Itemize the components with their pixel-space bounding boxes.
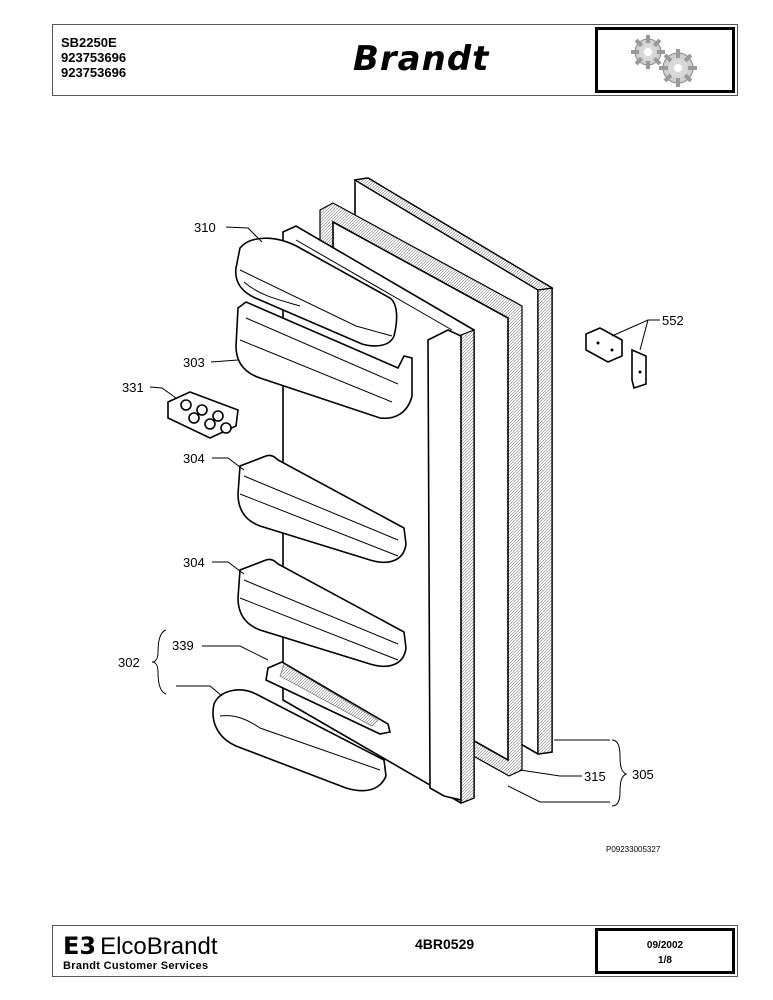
part-331-egg-tray (167, 391, 239, 439)
part-552-hinge-kit (585, 327, 647, 390)
document-date: 09/2002 (646, 940, 684, 951)
leader-lines (149, 226, 660, 807)
callout-331: 331 (122, 380, 144, 395)
date-box: 09/2002 1/8 (595, 928, 735, 974)
part-310-dairy-cover (235, 237, 398, 347)
part-304-door-shelf-upper (237, 454, 407, 564)
part-302-bottle-shelf (212, 689, 387, 792)
header-box: SB2250E 923753696 923753696 Brandt (52, 24, 738, 96)
customer-services-label: Brandt Customer Services (63, 960, 209, 972)
callout-552: 552 (662, 313, 684, 328)
document-code: 4BR0529 (415, 936, 475, 952)
reference-code: P09233005327 (606, 845, 661, 854)
company-name: ElcoBrandt (100, 933, 218, 960)
callout-315: 315 (584, 769, 606, 784)
callout-305: 305 (632, 767, 654, 782)
gears-icon (631, 35, 697, 87)
callout-310: 310 (194, 220, 216, 235)
model-line: 923753696 (61, 65, 127, 80)
company-mark: E3 (63, 932, 97, 960)
callout-304-lower: 304 (183, 555, 205, 570)
part-339-flap (265, 661, 391, 735)
model-line: SB2250E (61, 35, 117, 50)
callout-302: 302 (118, 655, 140, 670)
logo-box (595, 27, 735, 93)
brand-logo: Brandt (353, 39, 490, 79)
part-304-door-shelf-lower (237, 558, 407, 668)
part-303-door-shelf (235, 301, 413, 420)
callout-304-upper: 304 (183, 451, 205, 466)
model-numbers: SB2250E 923753696 923753696 (61, 35, 126, 80)
callout-339: 339 (172, 638, 194, 653)
page-number: 1/8 (658, 955, 672, 966)
model-line: 923753696 (61, 50, 127, 65)
callout-303: 303 (183, 355, 205, 370)
